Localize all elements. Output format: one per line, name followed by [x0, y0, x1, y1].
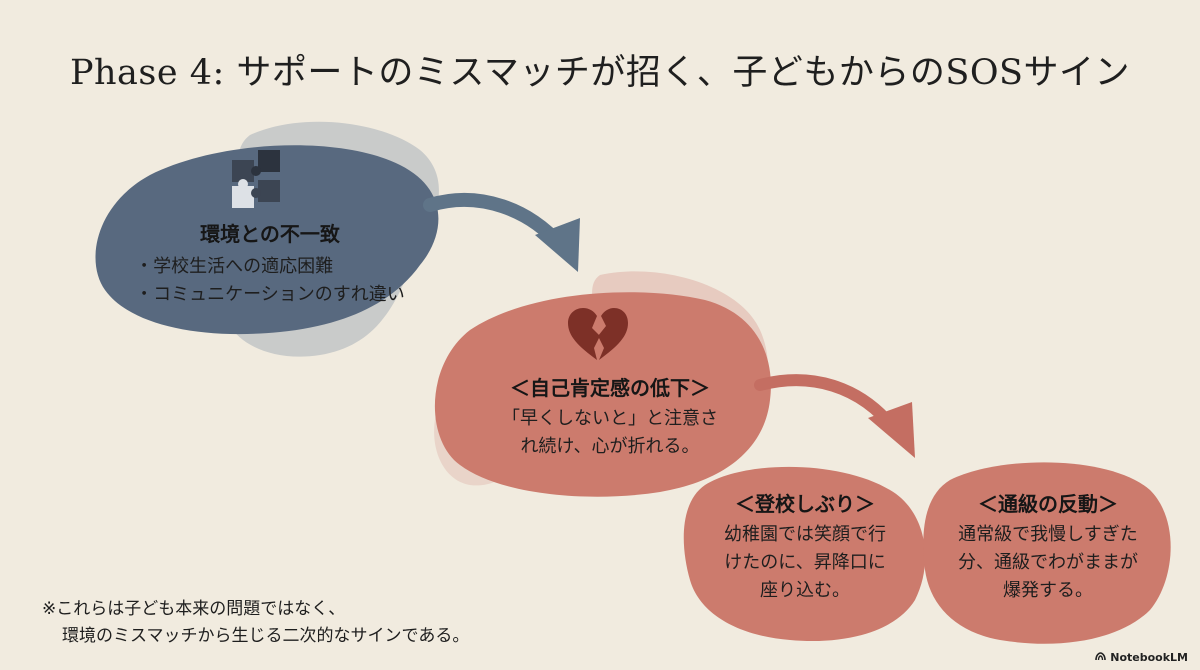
notebooklm-watermark: NotebookLM	[1095, 651, 1188, 664]
school-refusal-description: 幼稚園では笑顔で行 けたのに、昇降口に 座り込む。	[690, 521, 920, 605]
brand-label: NotebookLM	[1110, 651, 1188, 664]
school-refusal-blob	[683, 466, 926, 642]
footnote-line: ※これらは子ども本来の問題ではなく、	[42, 599, 346, 619]
self-esteem-node: ＜自己肯定感の低下＞ 「早くしないと」と注意さ れ続け、心が折れる。	[460, 372, 760, 461]
class-rebound-line: 分、通級でわがままが	[958, 552, 1138, 573]
class-rebound-heading: ＜通級の反動＞	[978, 492, 1118, 516]
puzzle-icon	[232, 150, 280, 208]
footnote: ※これらは子ども本来の問題ではなく、 環境のミスマッチから生じる二次的なサインで…	[42, 596, 469, 650]
class-rebound-node: ＜通級の反動＞ 通常級で我慢しすぎた 分、通級でわがままが 爆発する。	[928, 488, 1168, 605]
environment-bullet: 学校生活への適応困難	[135, 253, 405, 281]
self-esteem-line: 「早くしないと」と注意さ	[502, 408, 718, 429]
school-refusal-line: けたのに、昇降口に	[724, 552, 886, 573]
class-rebound-description: 通常級で我慢しすぎた 分、通級でわがままが 爆発する。	[928, 521, 1168, 605]
school-refusal-line: 座り込む。	[760, 580, 850, 601]
school-refusal-node: ＜登校しぶり＞ 幼稚園では笑顔で行 けたのに、昇降口に 座り込む。	[690, 488, 920, 605]
broken-heart-icon	[568, 308, 628, 360]
environment-node: 環境との不一致 学校生活への適応困難 コミュニケーションのすれ違い	[110, 218, 430, 309]
footnote-line: 環境のミスマッチから生じる二次的なサインである。	[62, 626, 470, 646]
self-esteem-blob	[434, 292, 771, 497]
environment-bullet: コミュニケーションのすれ違い	[135, 281, 405, 309]
arrow-head-1	[535, 218, 580, 272]
class-rebound-line: 通常級で我慢しすぎた	[958, 524, 1138, 545]
environment-heading: 環境との不一致	[200, 222, 340, 246]
notebooklm-logo-icon	[1095, 651, 1107, 664]
self-esteem-line: れ続け、心が折れる。	[520, 436, 700, 457]
environment-bullet-list: 学校生活への適応困難 コミュニケーションのすれ違い	[135, 253, 405, 309]
self-esteem-description: 「早くしないと」と注意さ れ続け、心が折れる。	[460, 405, 760, 461]
class-rebound-line: 爆発する。	[1003, 580, 1093, 601]
school-refusal-line: 幼稚園では笑顔で行	[724, 524, 886, 545]
self-esteem-heading: ＜自己肯定感の低下＞	[510, 376, 710, 400]
arrow-head-2	[868, 402, 915, 458]
class-rebound-blob	[923, 462, 1171, 644]
page-title: Phase 4: サポートのミスマッチが招く、子どもからのSOSサイン	[69, 53, 1131, 93]
school-refusal-heading: ＜登校しぶり＞	[735, 492, 875, 516]
